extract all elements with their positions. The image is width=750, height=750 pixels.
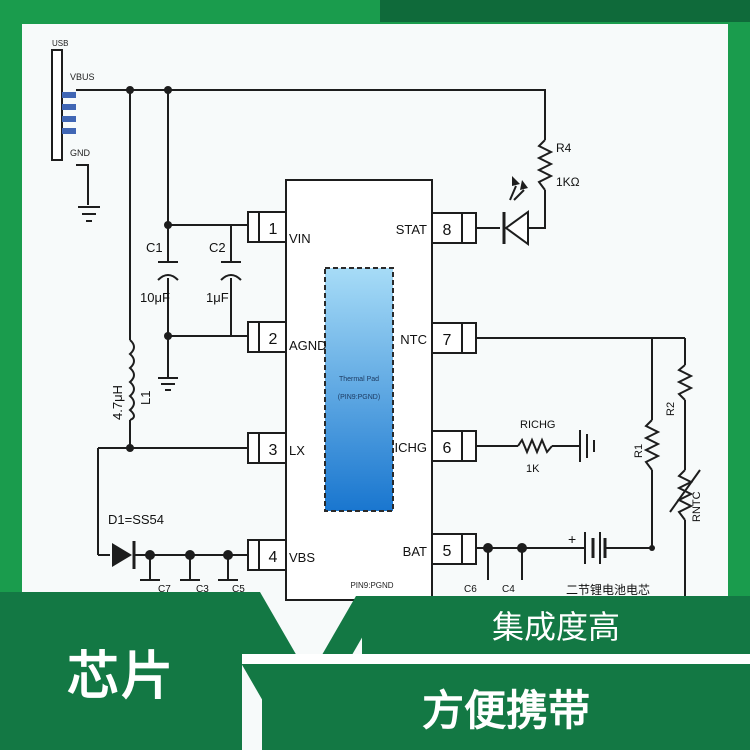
c3-label: C3 [196, 584, 209, 595]
portable-banner-text: 方便携带 [421, 685, 590, 735]
c6-label: C6 [464, 584, 477, 595]
portable-banner: 方便携带 [262, 664, 750, 750]
junction-dots [126, 86, 655, 560]
c1-name: C1 [146, 240, 163, 255]
inductor-l1: 4.7μH L1 [110, 339, 153, 421]
diode-d1: D1=SS54 [108, 512, 164, 569]
pin-2: 2 AGND [247, 321, 327, 353]
pin-8: 8 STAT [396, 212, 477, 244]
pin-number: 6 [443, 440, 452, 457]
vbus-label: VBUS [70, 72, 95, 82]
pin-name: LX [289, 443, 305, 458]
pin-number: 4 [269, 549, 278, 566]
pin-name: ICHG [395, 440, 428, 455]
pad-label-1: Thermal Pad [339, 376, 379, 383]
c7-label: C7 [158, 584, 171, 595]
pin-name: BAT [403, 544, 427, 559]
integration-banner-text: 集成度高 [491, 608, 620, 646]
c2-value: 1μF [206, 290, 229, 305]
pin-name: NTC [400, 332, 427, 347]
pin-7: 7 NTC [400, 322, 477, 354]
pin9-label: PIN9:PGND [350, 581, 393, 590]
r4-value: 1KΩ [556, 175, 580, 189]
pin-number: 8 [443, 222, 452, 239]
inductor-value: 4.7μH [110, 385, 125, 420]
r4-name: R4 [556, 141, 572, 155]
ntc-r2-label: R2 [665, 402, 677, 416]
pin-3: 3 LX [247, 432, 305, 464]
pad-label-2: (PIN9:PGND) [338, 394, 380, 401]
capacitor-c2: C2 1μF [206, 240, 242, 305]
white-separator [242, 654, 750, 664]
pin-4: 4 VBS [247, 539, 315, 571]
charger-ic: Thermal Pad (PIN9:PGND) PIN9:PGND 1 VIN … [247, 179, 477, 601]
resistor-richg: RICHG 1K [517, 419, 595, 475]
chip-banner: 芯片 [0, 592, 242, 750]
pin-5: 5 BAT [403, 533, 477, 565]
thermal-pad [324, 267, 394, 512]
pin-number: 7 [443, 332, 452, 349]
lower-capacitors: C7 C3 C5 C6 C4 [140, 579, 515, 595]
top-accent-bar [380, 0, 750, 22]
rntc-label: RNTC [691, 491, 703, 522]
pin-1: 1 VIN [247, 211, 311, 246]
richg-value: 1K [526, 463, 540, 475]
ntc-r1-label: R1 [633, 444, 645, 458]
c1-value: 10μF [140, 290, 170, 305]
battery-label: 二节锂电池电芯 [566, 582, 650, 597]
pin-6: 6 ICHG [395, 430, 477, 462]
pin-number: 2 [269, 331, 278, 348]
pin-name: VBS [289, 550, 315, 565]
usb-connector: USB VBUS GND [51, 39, 95, 161]
pin-number: 1 [269, 221, 278, 238]
led-icon [502, 176, 529, 246]
pin-name: AGND [289, 338, 327, 353]
ntc-network: R1 R2 RNTC [633, 364, 703, 522]
pin-name: VIN [289, 231, 311, 246]
d1-label: D1=SS54 [108, 512, 164, 527]
c2-name: C2 [209, 240, 226, 255]
pin-number: 3 [269, 442, 278, 459]
pin-name: STAT [396, 222, 427, 237]
resistor-r4: R4 1KΩ [536, 139, 580, 191]
capacitor-c1: C1 10μF [140, 240, 179, 305]
wires [76, 89, 686, 600]
richg-name: RICHG [520, 419, 555, 431]
circuit-diagram: USB VBUS GND [51, 39, 703, 601]
battery-icon: + 二节锂电池电芯 [566, 531, 650, 597]
gnd-label: GND [70, 148, 91, 158]
pin-number: 5 [443, 543, 452, 560]
svg-text:+: + [568, 531, 576, 547]
integration-banner: 集成度高 [362, 596, 750, 654]
usb-label: USB [52, 39, 68, 48]
chip-banner-text: 芯片 [66, 646, 175, 707]
inductor-name: L1 [138, 391, 153, 405]
c5-label: C5 [232, 584, 245, 595]
c4-label: C4 [502, 584, 515, 595]
